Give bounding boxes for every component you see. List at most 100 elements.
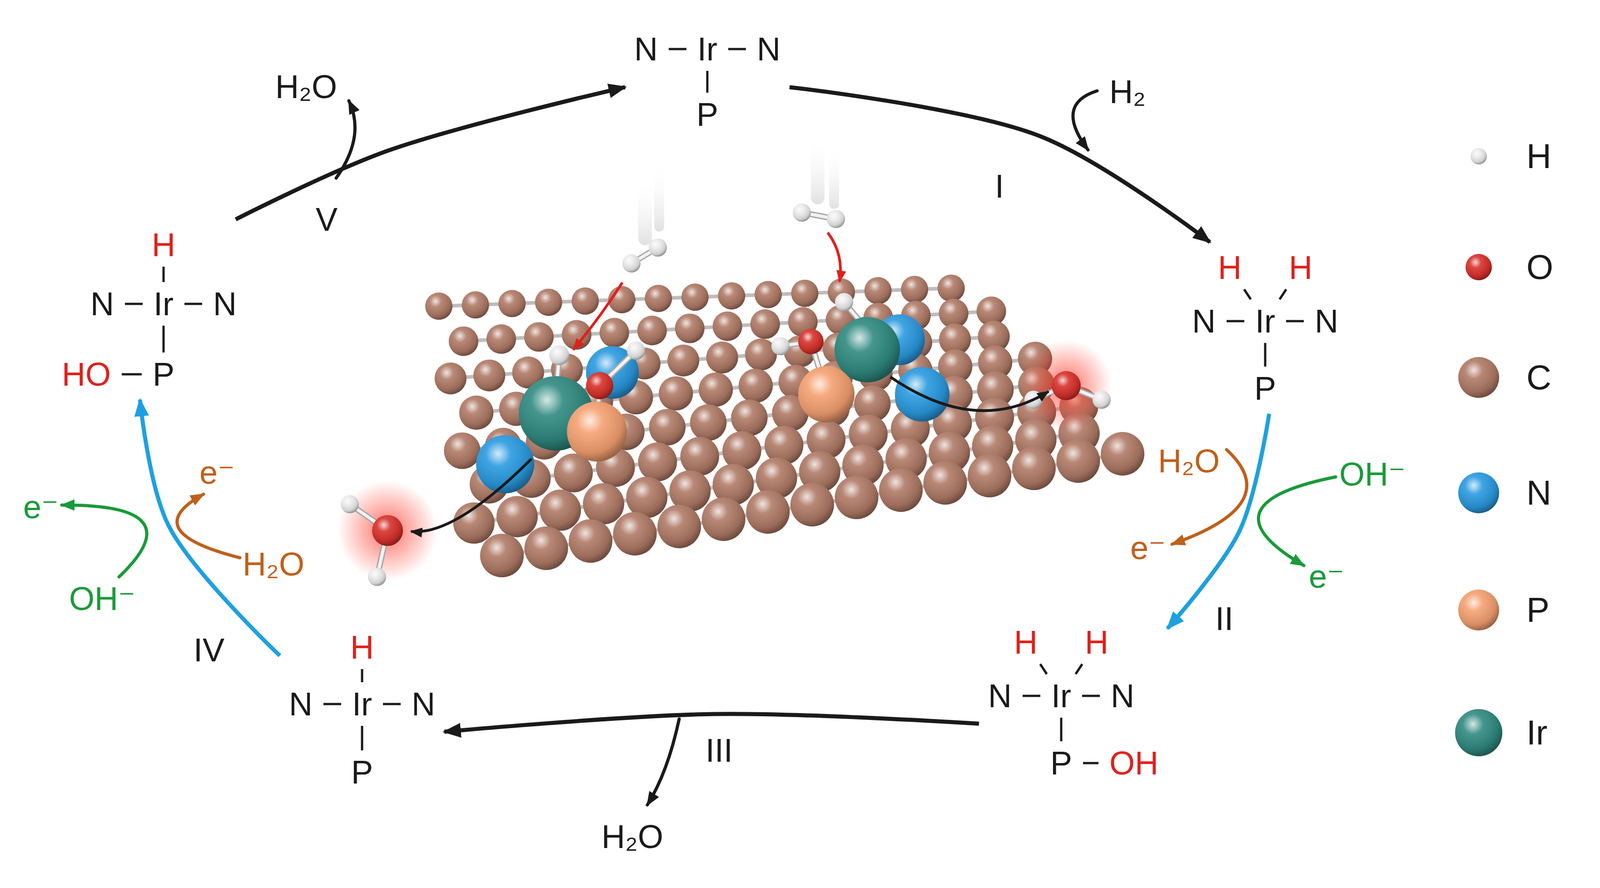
carbon-atom-shading — [486, 324, 517, 354]
carbon-atom — [675, 313, 705, 343]
active-sites — [337, 136, 1112, 587]
atom-label: N — [634, 32, 658, 66]
hydrogen-atom-shading — [549, 345, 570, 366]
carbon-atom — [722, 431, 762, 471]
catalyst-structure: HHNIrNP — [1182, 242, 1348, 414]
cycle-arrow — [235, 87, 626, 220]
carbon-atom — [498, 289, 526, 318]
phosphorus-atom — [798, 366, 855, 423]
bond-line — [1226, 320, 1245, 323]
bond-line — [323, 703, 342, 706]
atom-label: N — [1314, 304, 1339, 338]
carbon-atom — [626, 477, 668, 519]
step-number: III — [705, 734, 733, 767]
catalyst-structure: NIrNP — [625, 23, 790, 140]
hydrogen-atom-shading — [826, 209, 845, 229]
oxygen-atom-shading — [798, 328, 824, 355]
species-label: e⁻ — [1308, 560, 1345, 593]
bond-line — [121, 373, 142, 376]
carbon-atom-shading — [473, 359, 506, 392]
carbon-atom — [864, 277, 892, 305]
carbon-atom — [568, 519, 613, 563]
legend-text: N — [1526, 475, 1552, 511]
atom-label: N — [411, 687, 436, 721]
carbon-atom-shading — [443, 432, 481, 470]
carbon-atom-shading — [722, 431, 762, 471]
hydrogen-label: H — [1013, 626, 1038, 659]
hydrogen-atom-shading — [340, 495, 359, 514]
species-label: H₂O — [601, 820, 664, 854]
carbon-atom-shading — [900, 275, 929, 304]
carbon-atom-shading — [637, 315, 667, 346]
legend-swatch — [1458, 357, 1500, 398]
carbon-atom — [717, 282, 746, 310]
carbon-atom-shading — [638, 442, 678, 482]
hydroxide-path-arrow — [61, 505, 147, 577]
atom-label: Ir — [697, 32, 718, 66]
bond-line — [1244, 289, 1252, 300]
hydrogen-atom — [622, 254, 641, 273]
legend-item — [1470, 148, 1487, 165]
carbon-atom — [637, 315, 667, 346]
hydrogen-atom — [626, 341, 646, 360]
carbon-atom-shading — [571, 287, 599, 315]
atom-label: N — [756, 32, 781, 66]
carbon-atom-shading — [462, 291, 490, 319]
carbon-atom-shading — [745, 490, 790, 534]
species-label: H₂ — [1109, 75, 1146, 109]
carbon-atom — [923, 461, 968, 505]
carbon-atom-shading — [1012, 446, 1056, 491]
bond-line — [1264, 342, 1267, 367]
carbon-atom-shading — [1056, 439, 1100, 483]
carbon-atom — [571, 287, 599, 315]
desorption-arrow — [890, 377, 1049, 411]
legend-item — [1455, 709, 1503, 757]
carbon-atom-shading — [434, 362, 467, 395]
bond-line — [1075, 664, 1083, 675]
bond-line — [382, 703, 401, 706]
carbon-atom-shading — [701, 497, 746, 542]
hydrogen-atom-shading — [771, 337, 790, 356]
carbon-atom-shading — [681, 283, 709, 311]
carbon-atom — [1012, 446, 1056, 491]
carbon-atom — [967, 453, 1012, 498]
catalyst-structure: HNIrNHOP — [52, 219, 246, 400]
atom-label: Ir — [1051, 679, 1072, 713]
carbon-atom — [1100, 432, 1145, 476]
atom-label: N — [1192, 304, 1216, 338]
carbon-atom — [730, 399, 768, 437]
hydrogen-atom-shading — [626, 341, 646, 360]
step-number: II — [1215, 602, 1234, 636]
catalyst-structure: HHNIrNPOH — [978, 616, 1168, 789]
carbon-atom — [690, 404, 727, 442]
bond-line — [124, 303, 143, 306]
carbon-atom-shading — [425, 292, 453, 320]
carbon-atom — [900, 275, 929, 304]
carbon-atom-shading — [626, 477, 668, 519]
carbon-atom — [937, 274, 965, 302]
hydrogen-label: H — [1217, 251, 1242, 284]
legend-swatch-shading — [1455, 709, 1503, 757]
carbon-atom — [480, 533, 524, 578]
legend-swatch — [1458, 589, 1500, 631]
carbon-atom — [644, 284, 672, 313]
carbon-atom — [535, 288, 563, 317]
bond-line — [162, 325, 165, 353]
water-glow — [1020, 340, 1112, 432]
hydrogen-atom-shading — [1092, 390, 1111, 409]
bond-line — [1279, 289, 1287, 300]
hydrogen-atom — [340, 495, 359, 514]
carbon-atom — [649, 408, 686, 446]
phosphorus-atom — [566, 401, 627, 462]
carbon-atom-shading — [834, 475, 879, 520]
carbon-atom-shading — [864, 277, 892, 305]
carbon-atom — [486, 324, 517, 354]
carbon-atom — [448, 326, 479, 357]
gas-trail — [829, 145, 840, 209]
atom-label: Ir — [1255, 304, 1276, 338]
carbon-atom-shading — [582, 483, 625, 525]
bond-line — [184, 303, 203, 306]
carbon-atom — [791, 279, 819, 308]
legend-text: Ir — [1526, 715, 1548, 751]
legend-text: O — [1526, 249, 1554, 285]
